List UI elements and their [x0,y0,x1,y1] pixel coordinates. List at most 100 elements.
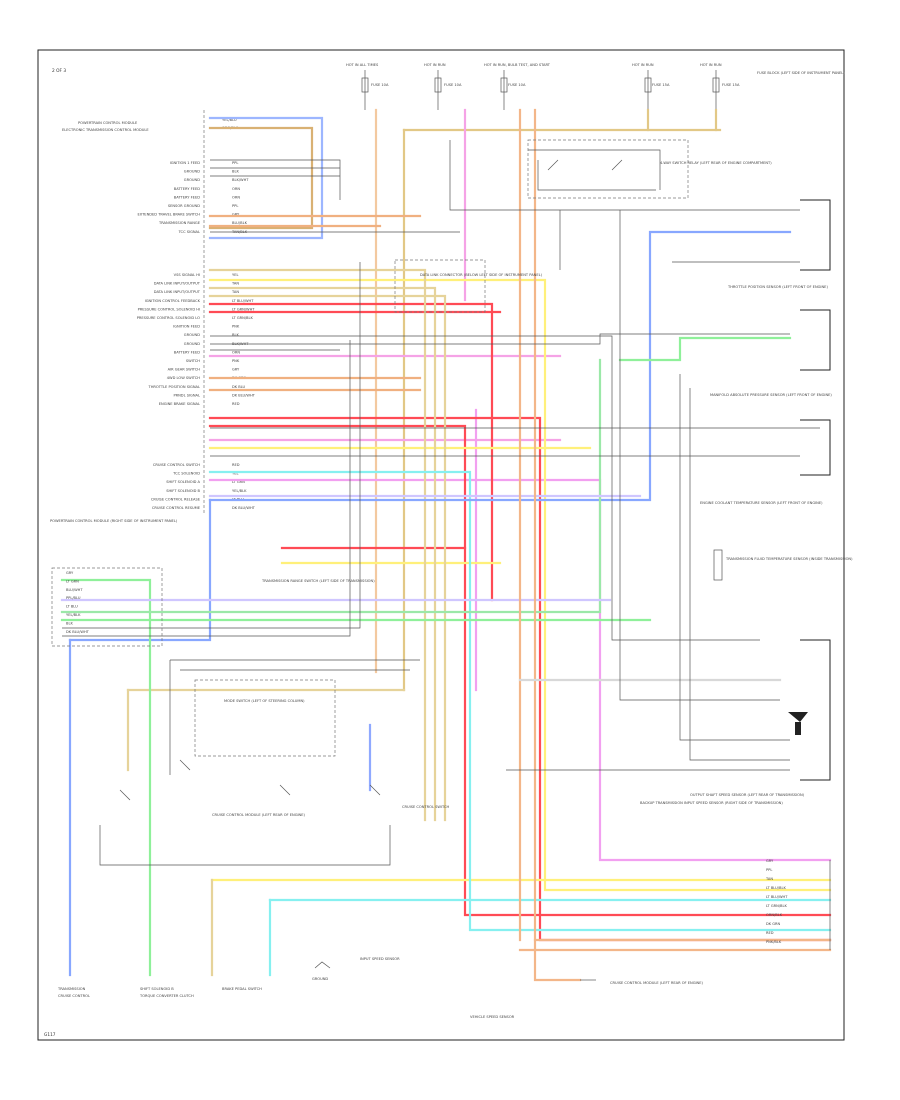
bottom-label-8: VEHICLE SPEED SENSOR [470,1015,515,1019]
bottom-label-7: INPUT SPEED SENSOR [360,957,400,961]
pcm-pin-label: DATA LINK INPUT/OUTPUT [154,290,201,294]
wire-color-label: PPL [232,161,238,165]
diagram-border [37,49,845,1041]
center-components: DATA LINK CONNECTOR (BELOW LEFT SIDE OF … [119,259,543,817]
wire-color-label: DK GRN [766,922,781,926]
pcm-pin-label: BATTERY FEED [174,187,200,191]
connector-pin-label: DK BLU/WHT [66,630,90,634]
page-label: 2 OF 3 [52,68,66,74]
bottom-label-3: SHIFT SOLENOID B [140,987,174,991]
pcm-pin-label: IGNITION 1 FEED [170,161,201,165]
wire-color-label: ORN [232,187,240,191]
wire-top-1: YEL/BLU [222,118,237,122]
connector-pin-label: LT BLU [66,605,78,609]
pcm-pin-label: TRANSMISSION RANGE [158,221,201,225]
pcm-pin-label: PRESSURE CONTROL SOLENOID LO [137,316,200,320]
pcm-pin-label: 4WD LOW SWITCH [167,376,201,380]
pcm-pins-group-2: VSS SIGNAL HI YEL DATA LINK INPUT/OUTPUT TA… [137,273,256,406]
pcm-pin-label: SHIFT SOLENOID A [166,480,200,484]
pcm-pin-label: SWITCH [186,359,200,363]
wire-color-label: ORN [232,195,240,199]
wire-color-label: RED [232,463,240,467]
center-label-2: TRANSMISSION RANGE SWITCH (LEFT SIDE OF … [261,579,375,583]
center-label-4: CRUISE CONTROL MODULE (LEFT REAR OF ENGI… [212,813,306,817]
pcm-pin-label: GROUND [184,342,200,346]
pcm-pin-label: VSS SIGNAL HI [174,273,200,277]
bottom-labels: TRANSMISSION CRUISE CONTROL SHIFT SOLENO… [57,957,704,1019]
wire-color-label: YEL [232,273,238,277]
pcm-pin-label: TCC SOLENOID [172,472,200,476]
pcm-pin-label: GROUND [184,178,200,182]
wire-color-label: BLK/WHT [232,178,249,182]
connector-pin-label: GRY [66,571,74,575]
fuse-rating-5: FUSE 15A [722,83,740,87]
wire-color-label: TAN [231,282,239,286]
right-components: THROTTLE POSITION SENSOR (LEFT FRONT OF … [640,199,853,805]
wire-color-label: TAN [765,877,773,881]
wire-color-label: DK BLU [232,385,246,389]
pcm-pin-label: TCC SIGNAL [178,230,200,234]
center-label-1: DATA LINK CONNECTOR (BELOW LEFT SIDE OF … [420,273,543,277]
pcm-pin-label: SENSOR GROUND [168,204,200,208]
pcm-top-pin-1: POWERTRAIN CONTROL MODULE [78,121,138,125]
fuse-rating-4: FUSE 15A [652,83,670,87]
wire-color-label: GRY [232,368,240,372]
wire-color-label: LT BLU/WHT [766,895,788,899]
pcm-top-pin-2: ELECTRONIC TRANSMISSION CONTROL MODULE [62,128,149,132]
center-label-3: MODE SWITCH (LEFT OF STEERING COLUMN) [224,699,305,703]
connector-pin-label: LT GRN [66,579,79,583]
pcm-pin-label: PRNDL SIGNAL [173,393,200,397]
right-label-5: OUTPUT SHAFT SPEED SENSOR (LEFT REAR OF … [690,793,805,797]
relay-label: 4-WAY SWITCH RELAY (LEFT REAR OF ENGINE … [660,161,772,165]
fuse-label-1: HOT IN ALL TIMES [346,63,379,67]
pcm-caption: POWERTRAIN CONTROL MODULE (RIGHT SIDE OF… [50,519,178,523]
pcm-pin-label: CRUISE CONTROL RELEASE [151,497,201,501]
wire-color-label: BLK [232,333,239,337]
fuse-label-4: HOT IN RUN [632,63,654,67]
right-label-1: THROTTLE POSITION SENSOR (LEFT FRONT OF … [727,285,828,289]
wire-color-label: PPL [766,868,772,872]
connector-pin-label: BLU/WHT [66,588,83,592]
bottom-label-4: TORQUE CONVERTER CLUTCH [139,994,194,998]
pcm-pins-group-3: CRUISE CONTROL SWITCH RED TCC SOLENOID YEL S… [151,463,256,510]
pcm-pin-label: CRUISE CONTROL RESUME [152,506,201,510]
right-label-4: TRANSMISSION FLUID TEMPERATURE SENSOR (I… [725,557,853,561]
pcm-pin-label: THROTTLE POSITION SIGNAL [148,385,201,389]
wire-color-label: RED [232,402,240,406]
right-label-3: ENGINE COOLANT TEMPERATURE SENSOR (LEFT … [700,501,823,505]
center-label-5: CRUISE CONTROL SWITCH [402,805,449,809]
fuse-rating-3: FUSE 10A [508,83,526,87]
wire-color-label: DK BLU/WHT [232,393,256,397]
pcm-pin-label: DATA LINK INPUT/OUTPUT [154,282,201,286]
wire-color-label: PNK [232,325,240,329]
bottom-connector-note: CRUISE CONTROL MODULE (LEFT REAR OF ENGI… [610,981,704,985]
pcm-pin-label: ENGINE BRAKE SIGNAL [159,402,200,406]
pcm-pin-label: BATTERY FEED [174,350,200,354]
wire-color-label: PPL [232,204,238,208]
connector-pin-label: PPL/BLU [66,596,81,600]
right-label-2: MANIFOLD ABSOLUTE PRESSURE SENSOR (LEFT … [710,393,832,397]
wire-color-label: LT GRN [232,480,245,484]
pcm-pin-label: GROUND [184,333,200,337]
pcm-pin-label: CRUISE CONTROL SWITCH [153,463,200,467]
wire-color-label: DK BLU/WHT [232,506,256,510]
wire-color-label: LT GRN/BLK [232,316,253,320]
wire-color-label: YEL [232,472,238,476]
connector-pin-label: YEL/BLK [66,613,81,617]
fuse-group: HOT IN ALL TIMES FUSE 10A HOT IN RUN FUS… [346,63,845,110]
bottom-label-2: CRUISE CONTROL [58,994,90,998]
fuse-label-2: HOT IN RUN [424,63,446,67]
wire-color-label: BLK [232,170,239,174]
pcm-pin-label: IGNITION CONTROL FEEDBACK [145,299,201,303]
fuse-block-note: FUSE BLOCK (LEFT SIDE OF INSTRUMENT PANE… [757,71,845,75]
wire-color-label: LT BLU/WHT [232,299,254,303]
wire-color-label: ORN [232,350,240,354]
wire-color-label: RED [766,931,774,935]
wire-color-label: LT BLU/BLK [766,886,786,890]
right-label-6: BACKUP TRANSMISSION INPUT SPEED SENSOR (… [640,801,783,805]
pcm-pin-label: BATTERY FEED [174,195,200,199]
